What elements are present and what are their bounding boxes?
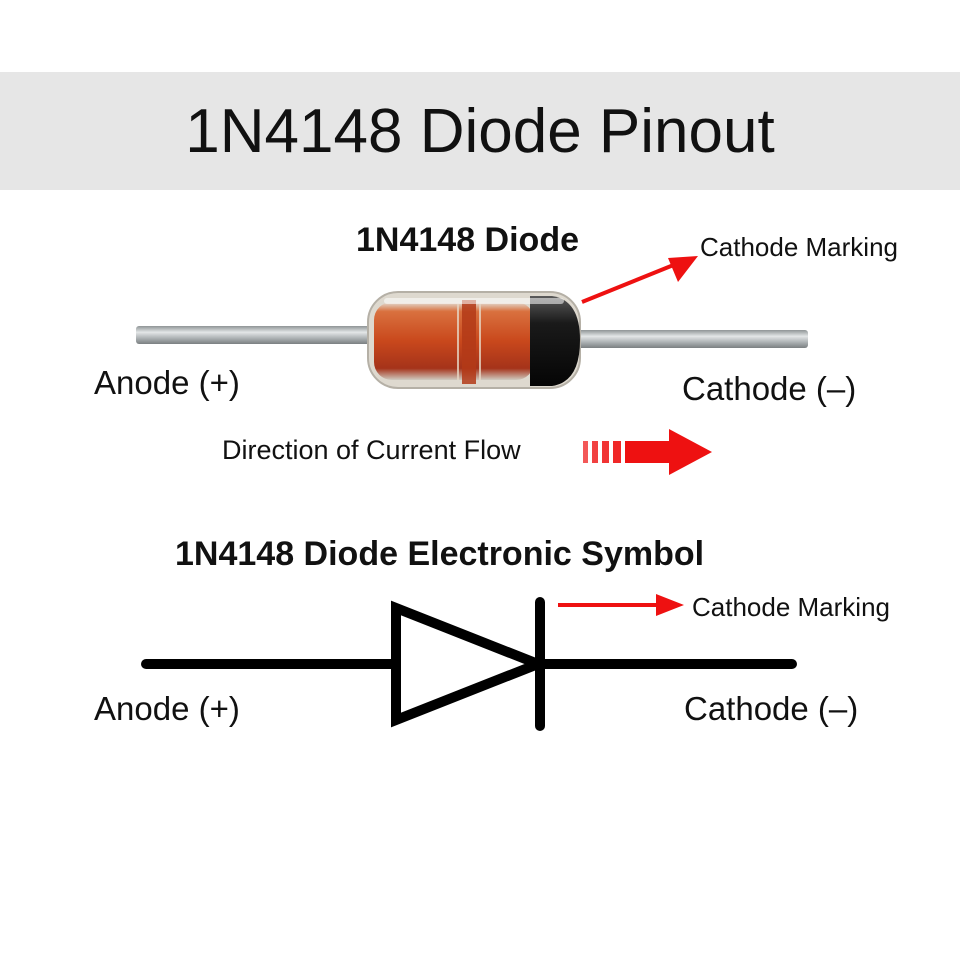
symbol-cathode-arrowhead — [656, 594, 684, 616]
symbol-anode-label: Anode (+) — [94, 690, 240, 727]
photo-cathode-arrowhead — [668, 256, 698, 282]
diode-symbol — [141, 597, 797, 731]
current-flow-label: Direction of Current Flow — [222, 435, 521, 465]
cathode-band — [530, 296, 580, 386]
photo-cathode-marking-label: Cathode Marking — [700, 232, 898, 262]
current-flow-arrow — [583, 429, 712, 475]
photo-cathode-arrow — [581, 262, 677, 304]
cathode-lead — [570, 330, 808, 348]
symbol-cathode-label: Cathode (–) — [684, 690, 859, 727]
page-title: 1N4148 Diode Pinout — [185, 97, 775, 166]
body-detail — [462, 300, 476, 384]
symbol-heading: 1N4148 Diode Electronic Symbol — [175, 535, 705, 573]
diode-body — [374, 302, 534, 380]
title-banner — [0, 72, 960, 190]
anode-lead — [136, 326, 378, 344]
photo-heading: 1N4148 Diode — [356, 221, 579, 259]
photo-anode-label: Anode (+) — [94, 364, 240, 401]
photo-cathode-label: Cathode (–) — [682, 370, 857, 407]
symbol-cathode-marking-label: Cathode Marking — [692, 592, 890, 622]
